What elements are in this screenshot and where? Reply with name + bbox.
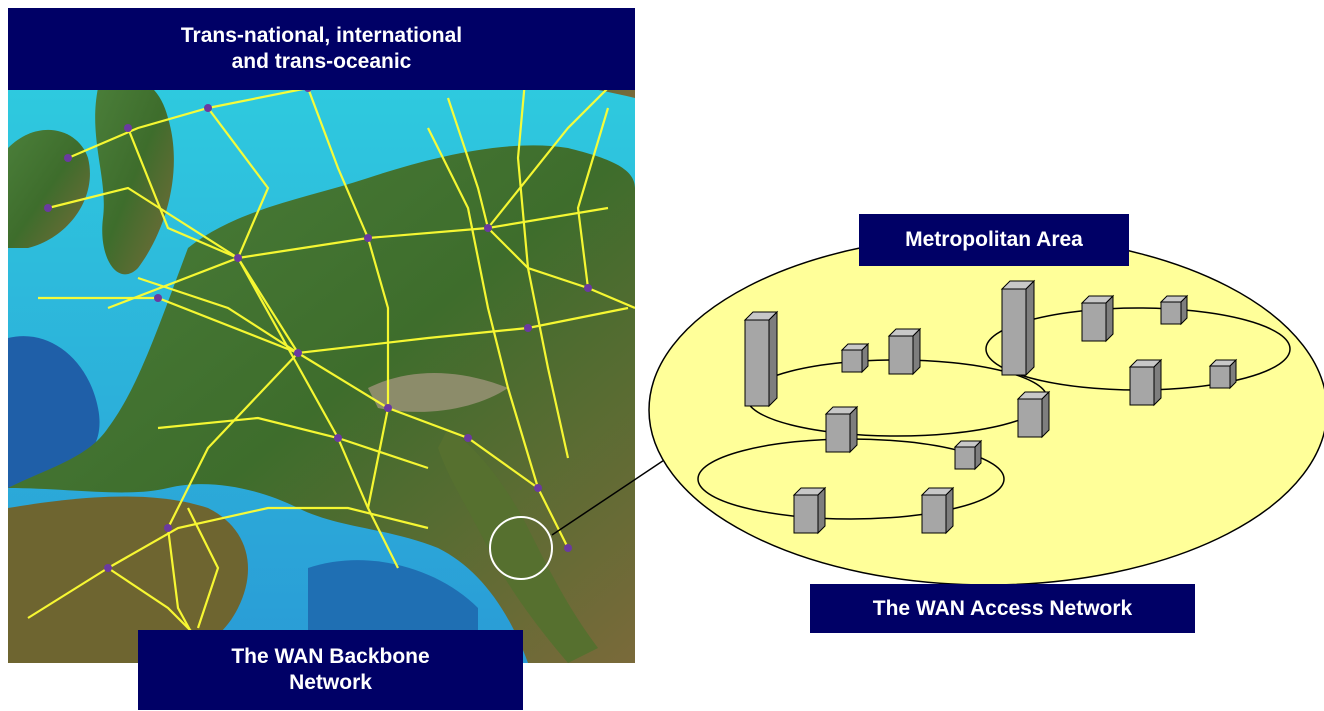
node-small [954, 440, 982, 470]
node-medium [824, 405, 859, 454]
node-medium [1016, 390, 1051, 439]
node-medium [792, 486, 827, 535]
map-title-line2: and trans-oceanic [231, 50, 412, 73]
metro-title-box: Metropolitan Area [859, 214, 1129, 266]
node-medium [887, 327, 922, 376]
node-medium [1080, 294, 1115, 343]
tall-node-center [1000, 279, 1036, 377]
metro-caption-box: The WAN Access Network [810, 584, 1195, 633]
node-medium [920, 486, 955, 535]
node-small [1160, 295, 1188, 325]
metro-area-ellipse [648, 234, 1324, 586]
node-medium [1128, 358, 1163, 407]
tall-node-left [743, 310, 779, 408]
map-caption-box: The WAN Backbone Network [138, 630, 523, 710]
node-small [841, 343, 869, 373]
metro-title: Metropolitan Area [905, 228, 1083, 251]
map-title-box: Trans-national, international and trans-… [8, 8, 635, 90]
metro-caption: The WAN Access Network [872, 596, 1133, 620]
map-title-line1: Trans-national, international [180, 24, 463, 47]
map-caption-line1: The WAN Backbone [231, 645, 430, 668]
map-caption-line2: Network [289, 671, 372, 694]
node-small [1209, 359, 1237, 389]
